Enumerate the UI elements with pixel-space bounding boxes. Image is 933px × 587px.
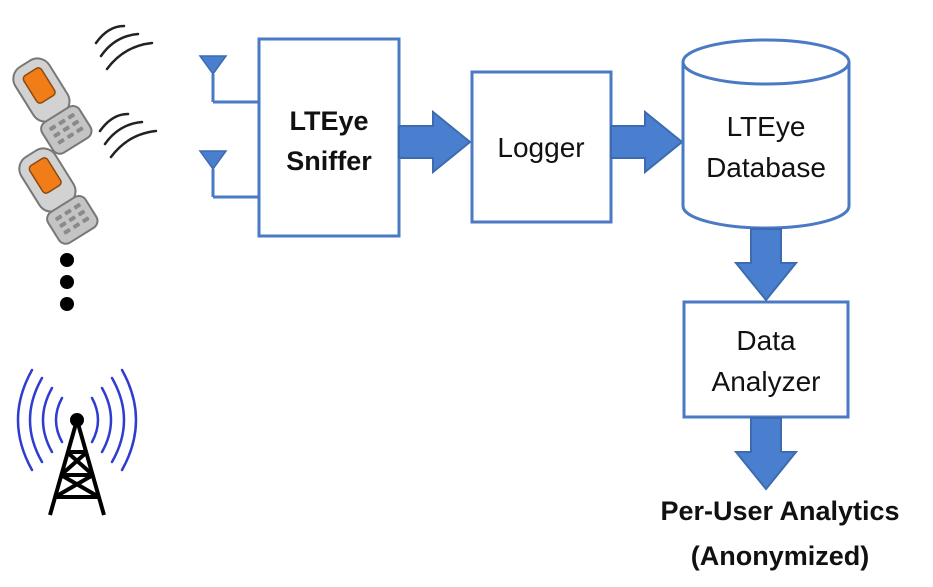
analyzer-box: Data Analyzer — [682, 300, 850, 419]
output-label-line1: Per-User Analytics — [660, 496, 899, 526]
mobile-phone-icon — [18, 112, 158, 245]
sniffer-label-line1: LTEye — [289, 106, 368, 136]
arrow-analyzer-to-output — [733, 417, 799, 491]
signal-waves-icon — [98, 112, 158, 159]
arrow-sniffer-to-logger — [398, 109, 472, 175]
output-label-line2: (Anonymized) — [691, 541, 870, 571]
arrow-logger-to-database — [610, 109, 684, 175]
sniffer-label-line2: Sniffer — [286, 146, 372, 176]
cell-tower-icon — [16, 368, 138, 516]
analyzer-label-line2: Analyzer — [712, 366, 821, 397]
arrow-database-to-analyzer — [733, 228, 799, 302]
sniffer-box: LTEye Sniffer — [257, 37, 401, 238]
analyzer-label-line1: Data — [736, 325, 796, 356]
ellipsis-icon — [60, 253, 74, 311]
antenna-icon — [198, 150, 260, 199]
signal-waves-icon — [94, 24, 154, 71]
logger-label: Logger — [497, 132, 584, 163]
antenna-icon — [198, 55, 260, 104]
database-cylinder: LTEye Database — [681, 38, 851, 230]
mobile-phone-icon — [12, 24, 154, 155]
database-label-line2: Database — [706, 152, 826, 183]
logger-box: Logger — [470, 70, 613, 224]
database-label-line1: LTEye — [727, 111, 806, 142]
